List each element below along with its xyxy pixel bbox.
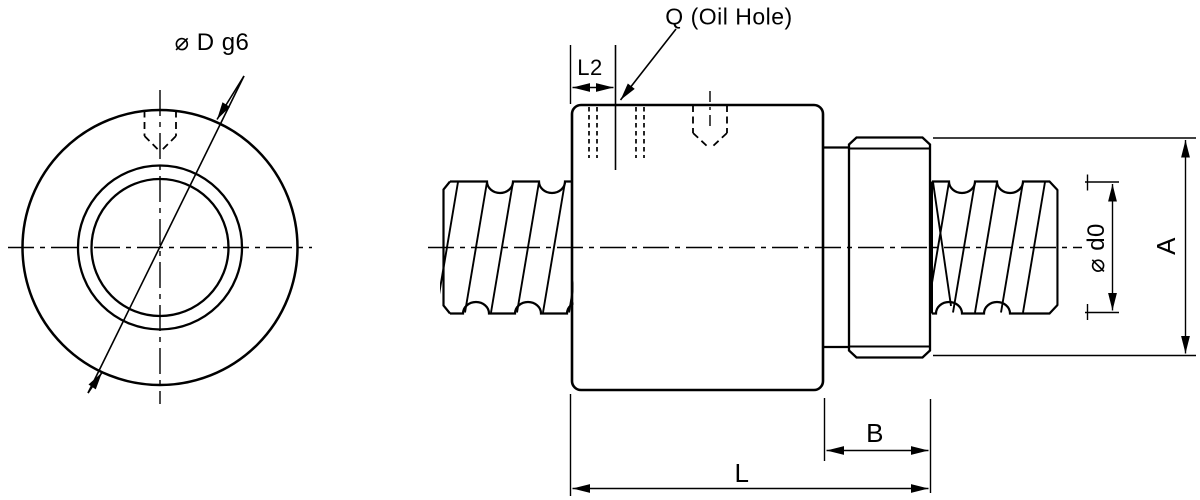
dimension-b [823, 398, 932, 493]
side-view [428, 91, 1082, 392]
screw-thread-left [440, 180, 574, 315]
dimension-l [569, 394, 929, 496]
screw-bore-circle [90, 177, 230, 318]
label-front-diameter: ⌀ D g6 [174, 29, 250, 56]
nut-bore-circle [76, 164, 244, 331]
label-outer-diameter-a: A [1151, 237, 1181, 255]
dimension-front-diameter [87, 75, 245, 394]
thread-flank-lines-left [440, 181, 574, 313]
dimensions [569, 28, 1196, 496]
nut-outer-circle [21, 108, 299, 387]
nut-hidden-oil-lines [588, 107, 645, 158]
label-screw-diameter-d0: ⌀ d0 [1083, 223, 1110, 273]
dimension-d0 [1085, 174, 1119, 320]
front-oil-hole-hidden [143, 110, 177, 151]
end-collar [847, 136, 932, 359]
front-view [8, 75, 312, 404]
label-flange-length-b: B [866, 418, 884, 448]
dimension-a [933, 137, 1196, 357]
oil-hole-leader [619, 28, 677, 101]
nut-neck [823, 146, 849, 349]
thread-flank-lines-right [930, 181, 1046, 313]
label-total-length-l: L [734, 458, 750, 488]
screw-thread-right [930, 180, 1059, 315]
nut-top-oil-hole [692, 91, 728, 148]
nut-body [570, 103, 825, 392]
dimension-l2 [569, 45, 617, 170]
label-oil-hole: Q (Oil Hole) [665, 3, 793, 30]
label-l2: L2 [577, 55, 603, 80]
